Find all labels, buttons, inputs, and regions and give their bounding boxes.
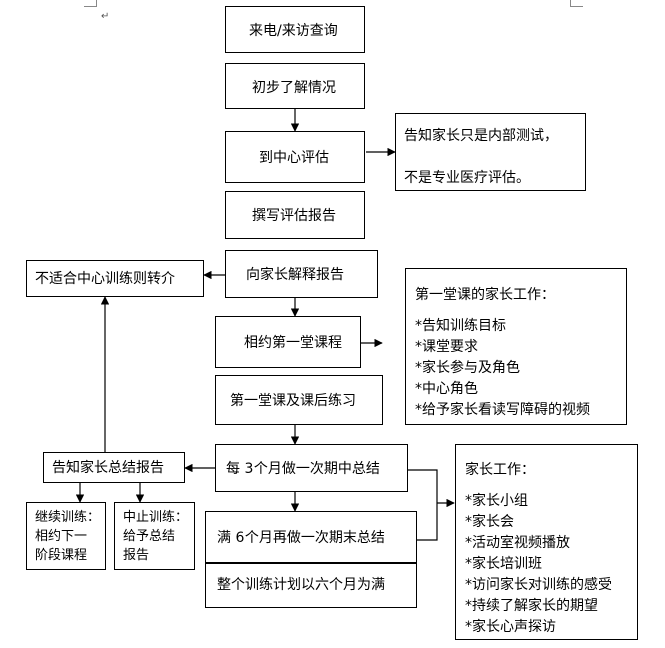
notice-line-2: 不是专业医疗评估。 <box>404 170 530 186</box>
first-class-title: 第一堂课的家长工作： <box>415 287 555 303</box>
parent-work-item: *家长心声探访 <box>465 619 556 635</box>
stop-line-1: 中止训练： <box>123 510 189 525</box>
enquiry-box: 来电/来访查询 <box>225 6 365 53</box>
parent-work-item: *活动室视频播放 <box>465 535 570 551</box>
summary-report-text: 告知家长总结报告 <box>52 460 164 476</box>
stop-line-2: 给予总结 <box>123 529 176 544</box>
final-prefix: 满 <box>217 530 231 546</box>
line-midterm-to-bracket <box>408 469 438 503</box>
continue-line-1: 继续训练： <box>35 510 101 525</box>
first-class-item: *家长参与及角色 <box>415 360 520 376</box>
first-course-box: 相约第一堂课程 <box>215 316 361 368</box>
stop-training-box: 中止训练： 给予总结 报告 <box>114 502 195 570</box>
first-class-item: *中心角色 <box>415 381 478 397</box>
parent-work-item: *持续了解家长的期望 <box>465 598 598 614</box>
parent-work-box: 家长工作： *家长小组 *家长会 *活动室视频播放 *家长培训班 *访问家长对训… <box>455 444 638 640</box>
midterm-suffix: 个月做一次期中总结 <box>253 461 380 477</box>
paragraph-mark: ↵ <box>101 11 110 22</box>
initial-understanding-text: 初步了解情况 <box>252 80 336 96</box>
training-plan-box: 整个训练计划以六个月为满 <box>205 563 417 608</box>
parent-work-title: 家长工作： <box>465 462 535 478</box>
report-box: 撰写评估报告 <box>225 191 365 239</box>
first-class-parent-work-box: 第一堂课的家长工作： *告知训练目标 *课堂要求 *家长参与及角色 *中心角色 … <box>405 268 627 425</box>
initial-understanding-box: 初步了解情况 <box>225 63 365 109</box>
stop-line-3: 报告 <box>123 548 150 563</box>
final-suffix: 个月再做一次期末总结 <box>244 530 385 546</box>
unsuitable-referral-box: 不适合中心训练则转介 <box>26 260 204 297</box>
assessment-box: 到中心评估 <box>225 131 365 183</box>
continue-training-box: 继续训练： 相约下一 阶段课程 <box>26 502 106 570</box>
parent-work-item: *家长会 <box>465 514 514 530</box>
final-summary-box: 满 6 个月再做一次期末总结 <box>205 511 417 563</box>
parent-work-item: *家长小组 <box>465 493 528 509</box>
first-class-item: *告知训练目标 <box>415 318 506 334</box>
midterm-summary-box: 每 3 个月做一次期中总结 <box>215 444 408 492</box>
first-class-practice-box: 第一堂课及课后练习 <box>215 375 383 425</box>
report-text: 撰写评估报告 <box>252 208 336 224</box>
midterm-summary-text: 每 3 个月做一次期中总结 <box>226 461 380 477</box>
final-summary-text: 满 6 个月再做一次期末总结 <box>217 530 385 546</box>
first-class-item: *给予家长看读写障碍的视频 <box>415 402 590 418</box>
notice-line-1: 告知家长只是内部测试， <box>404 128 558 144</box>
summary-report-box: 告知家长总结报告 <box>43 452 185 483</box>
training-plan-text: 整个训练计划以六个月为满 <box>217 577 385 593</box>
first-course-text: 相约第一堂课程 <box>244 335 342 351</box>
explain-report-box: 向家长解释报告 <box>225 250 378 298</box>
midterm-prefix: 每 <box>226 461 240 477</box>
explain-report-text: 向家长解释报告 <box>246 267 344 283</box>
assessment-text: 到中心评估 <box>259 150 329 166</box>
page-corner-mark-right <box>570 0 583 7</box>
continue-line-3: 阶段课程 <box>35 548 88 563</box>
parent-work-item: *访问家长对训练的感受 <box>465 577 612 593</box>
first-class-practice-text: 第一堂课及课后练习 <box>230 393 356 409</box>
midterm-months: 3 <box>244 461 254 477</box>
first-class-item: *课堂要求 <box>415 339 478 355</box>
page-corner-mark-left <box>84 0 97 7</box>
notice-box: 告知家长只是内部测试， 不是专业医疗评估。 <box>395 113 586 191</box>
parent-work-item: *家长培训班 <box>465 556 542 572</box>
enquiry-text: 来电/来访查询 <box>249 23 338 39</box>
unsuitable-referral-text: 不适合中心训练则转介 <box>35 271 175 287</box>
continue-line-2: 相约下一 <box>35 529 88 544</box>
final-months: 6 <box>235 530 245 546</box>
